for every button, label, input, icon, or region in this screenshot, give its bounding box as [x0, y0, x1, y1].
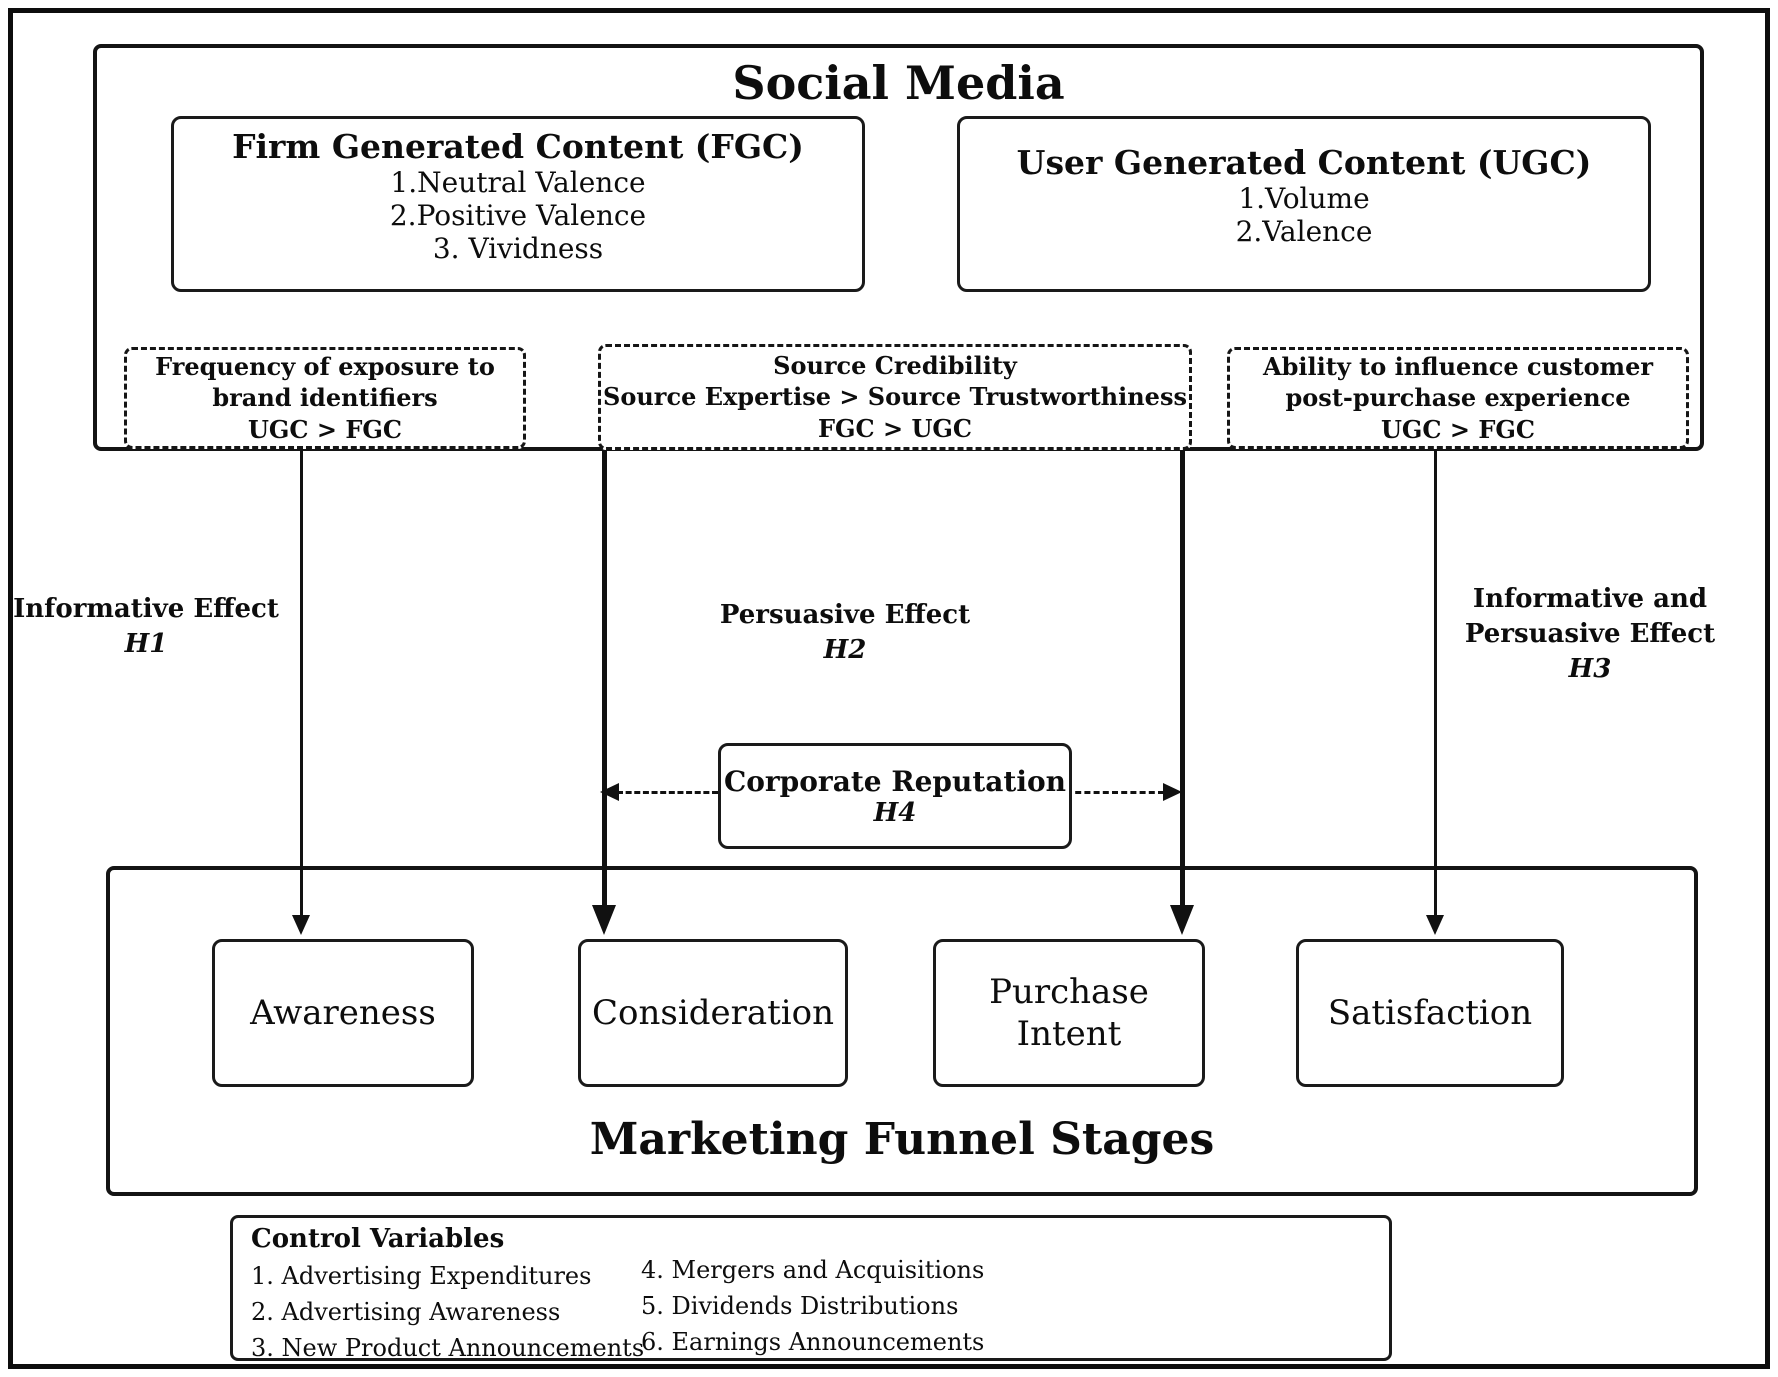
- stage-label: Awareness: [250, 992, 436, 1033]
- effect-label-h1: Informative Effect H1: [0, 592, 292, 662]
- control-variable-item: 1. Advertising Expenditures: [251, 1262, 592, 1290]
- effect-text: Informative and: [1472, 584, 1708, 614]
- control-variable-item: 5. Dividends Distributions: [641, 1292, 959, 1320]
- control-variables-box: Control Variables 1. Advertising Expendi…: [230, 1215, 1392, 1362]
- right-arrowhead-h4: [1163, 783, 1182, 801]
- dashed-connector-left-h4: [617, 791, 718, 794]
- arrow-line-h1: [300, 444, 303, 917]
- arrow-line-h2-consideration: [602, 444, 607, 906]
- stage-box-purchase-intent: Purchase Intent: [933, 939, 1205, 1087]
- moderator-line: UGC > FGC: [248, 414, 402, 444]
- moderator-box-ability-to-influence: Ability to influence customer post-purch…: [1227, 347, 1689, 449]
- stage-label: Purchase Intent: [989, 971, 1149, 1055]
- ugc-item: 1.Volume: [1238, 182, 1370, 215]
- arrow-line-h2-purchase-intent: [1180, 444, 1185, 906]
- fgc-item: 2.Positive Valence: [389, 199, 647, 233]
- ugc-item: 2.Valence: [1235, 215, 1373, 249]
- control-variable-item: 6. Earnings Announcements: [641, 1328, 985, 1356]
- social-media-title: Social Media: [732, 56, 1065, 110]
- corporate-reputation-title: Corporate Reputation: [723, 764, 1067, 798]
- moderator-box-frequency-of-exposure: Frequency of exposure to brand identifie…: [124, 347, 526, 449]
- moderator-line: Source Credibility: [773, 351, 1017, 381]
- effect-label-h3: Informative and Persuasive Effect H3: [1440, 582, 1740, 687]
- stage-box-consideration: Consideration: [578, 939, 848, 1087]
- moderator-line: Frequency of exposure to: [155, 352, 495, 382]
- effect-text: Informative Effect: [13, 594, 279, 624]
- moderator-line: Source Expertise > Source Trustworthines…: [603, 382, 1187, 412]
- down-arrowhead-h3: [1426, 915, 1444, 935]
- fgc-item: 3. Vividness: [432, 232, 604, 266]
- moderator-box-source-credibility: Source Credibility Source Expertise > So…: [598, 344, 1192, 450]
- moderator-line: UGC > FGC: [1381, 414, 1535, 444]
- fgc-item: 1.Neutral Valence: [390, 166, 646, 199]
- moderator-line: post-purchase experience: [1285, 383, 1631, 413]
- effect-text: Persuasive Effect: [1464, 619, 1716, 650]
- control-variable-item: 3. New Product Announcements: [251, 1334, 645, 1362]
- marketing-funnel-container: Awareness Consideration Purchase Intent …: [106, 866, 1698, 1196]
- hypothesis-h2: H2: [823, 635, 867, 666]
- hypothesis-h1: H1: [124, 629, 168, 660]
- fgc-box: Firm Generated Content (FGC) 1.Neutral V…: [171, 116, 865, 292]
- ugc-box: User Generated Content (UGC) 1.Volume 2.…: [957, 116, 1651, 292]
- moderator-line: brand identifiers: [212, 383, 438, 413]
- stage-box-satisfaction: Satisfaction: [1296, 939, 1564, 1087]
- hypothesis-h3: H3: [1568, 654, 1612, 685]
- down-arrowhead-h1: [292, 915, 310, 935]
- effect-text: Persuasive Effect: [719, 600, 971, 630]
- hypothesis-h4: H4: [873, 797, 917, 828]
- arrow-line-h3: [1434, 444, 1437, 917]
- left-arrowhead-h4: [600, 783, 619, 801]
- stage-box-awareness: Awareness: [212, 939, 474, 1087]
- down-arrowhead-h2-consideration: [592, 905, 616, 935]
- control-variable-item: 2. Advertising Awareness: [251, 1298, 561, 1326]
- moderator-line: Ability to influence customer: [1263, 352, 1653, 382]
- outer-border: [8, 8, 1770, 1369]
- stage-label: Satisfaction: [1327, 992, 1533, 1033]
- fgc-title: Firm Generated Content (FGC): [232, 127, 804, 166]
- marketing-funnel-title: Marketing Funnel Stages: [589, 1114, 1215, 1165]
- moderator-line: FGC > UGC: [818, 413, 972, 443]
- control-variables-title: Control Variables: [251, 1224, 505, 1254]
- ugc-title: User Generated Content (UGC): [1016, 143, 1592, 182]
- dashed-connector-right-h4: [1066, 791, 1164, 794]
- stage-label: Consideration: [591, 992, 835, 1033]
- down-arrowhead-h2-purchase-intent: [1170, 905, 1194, 935]
- effect-label-h2: Persuasive Effect H2: [700, 598, 990, 668]
- corporate-reputation-box: Corporate Reputation H4: [718, 743, 1072, 849]
- control-variable-item: 4. Mergers and Acquisitions: [641, 1256, 985, 1284]
